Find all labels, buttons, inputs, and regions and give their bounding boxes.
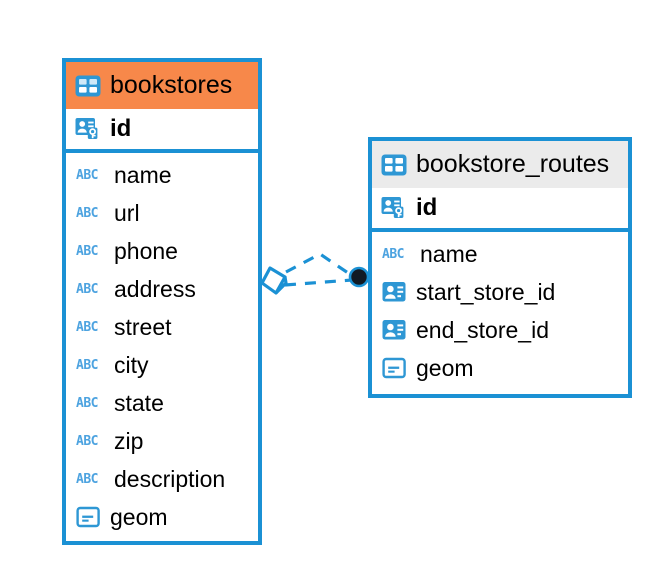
field-label: description: [114, 465, 226, 492]
field-label: name: [114, 161, 172, 188]
field-label: end_store_id: [416, 316, 549, 343]
filled-circle-marker: [348, 266, 370, 288]
field-label: zip: [114, 427, 144, 454]
entity-title: bookstore_routes: [416, 150, 610, 178]
geometry-icon: [382, 357, 408, 379]
abc-text-icon: ABC: [76, 167, 98, 183]
field-row[interactable]: ABC name: [66, 156, 258, 194]
field-label: id: [416, 194, 438, 221]
field-row-primary-key[interactable]: id: [66, 109, 258, 153]
field-label: address: [114, 275, 196, 302]
abc-text-icon: ABC: [76, 319, 98, 335]
field-label: city: [114, 351, 149, 378]
field-label: id: [110, 115, 132, 142]
field-row[interactable]: ABC city: [66, 346, 258, 384]
field-row[interactable]: ABC address: [66, 270, 258, 308]
geometry-icon: [76, 506, 102, 528]
entity-bookstores[interactable]: bookstores id: [62, 58, 262, 545]
relationship-line-upper: [285, 252, 355, 279]
abc-text-icon: ABC: [76, 395, 98, 411]
field-row-primary-key[interactable]: id: [372, 188, 628, 232]
field-label: street: [114, 313, 172, 340]
table-icon: [381, 154, 407, 176]
diamond-outline-marker: [260, 266, 288, 295]
field-row[interactable]: ABC description: [66, 460, 258, 498]
field-label: name: [420, 240, 478, 267]
field-label: geom: [416, 354, 474, 381]
field-label: phone: [114, 237, 178, 264]
field-label: url: [114, 199, 140, 226]
foreign-key-icon: [382, 319, 408, 341]
entity-header-bookstore-routes[interactable]: bookstore_routes: [372, 141, 628, 188]
field-row[interactable]: geom: [66, 498, 258, 536]
table-icon: [75, 75, 101, 97]
entity-bookstore-routes[interactable]: bookstore_routes id: [368, 137, 632, 398]
field-row[interactable]: ABC state: [66, 384, 258, 422]
field-row[interactable]: geom: [372, 349, 628, 387]
field-label: geom: [110, 503, 168, 530]
field-row[interactable]: start_store_id: [372, 273, 628, 311]
field-row[interactable]: ABC url: [66, 194, 258, 232]
abc-text-icon: ABC: [76, 205, 98, 221]
field-row[interactable]: ABC name: [372, 235, 628, 273]
field-row[interactable]: ABC zip: [66, 422, 258, 460]
field-row[interactable]: ABC street: [66, 308, 258, 346]
abc-text-icon: ABC: [382, 246, 404, 262]
field-label: state: [114, 389, 164, 416]
abc-text-icon: ABC: [76, 281, 98, 297]
primary-key-icon: [75, 117, 101, 141]
field-label: start_store_id: [416, 278, 556, 305]
abc-text-icon: ABC: [76, 433, 98, 449]
primary-key-icon: [381, 196, 407, 220]
foreign-key-icon: [382, 281, 408, 303]
abc-text-icon: ABC: [76, 471, 98, 487]
abc-text-icon: ABC: [76, 357, 98, 373]
entity-header-bookstores[interactable]: bookstores: [66, 62, 258, 109]
entity-title: bookstores: [110, 71, 233, 99]
abc-text-icon: ABC: [76, 243, 98, 259]
field-row[interactable]: end_store_id: [372, 311, 628, 349]
relationship-line-lower: [284, 278, 353, 287]
field-row[interactable]: ABC phone: [66, 232, 258, 270]
